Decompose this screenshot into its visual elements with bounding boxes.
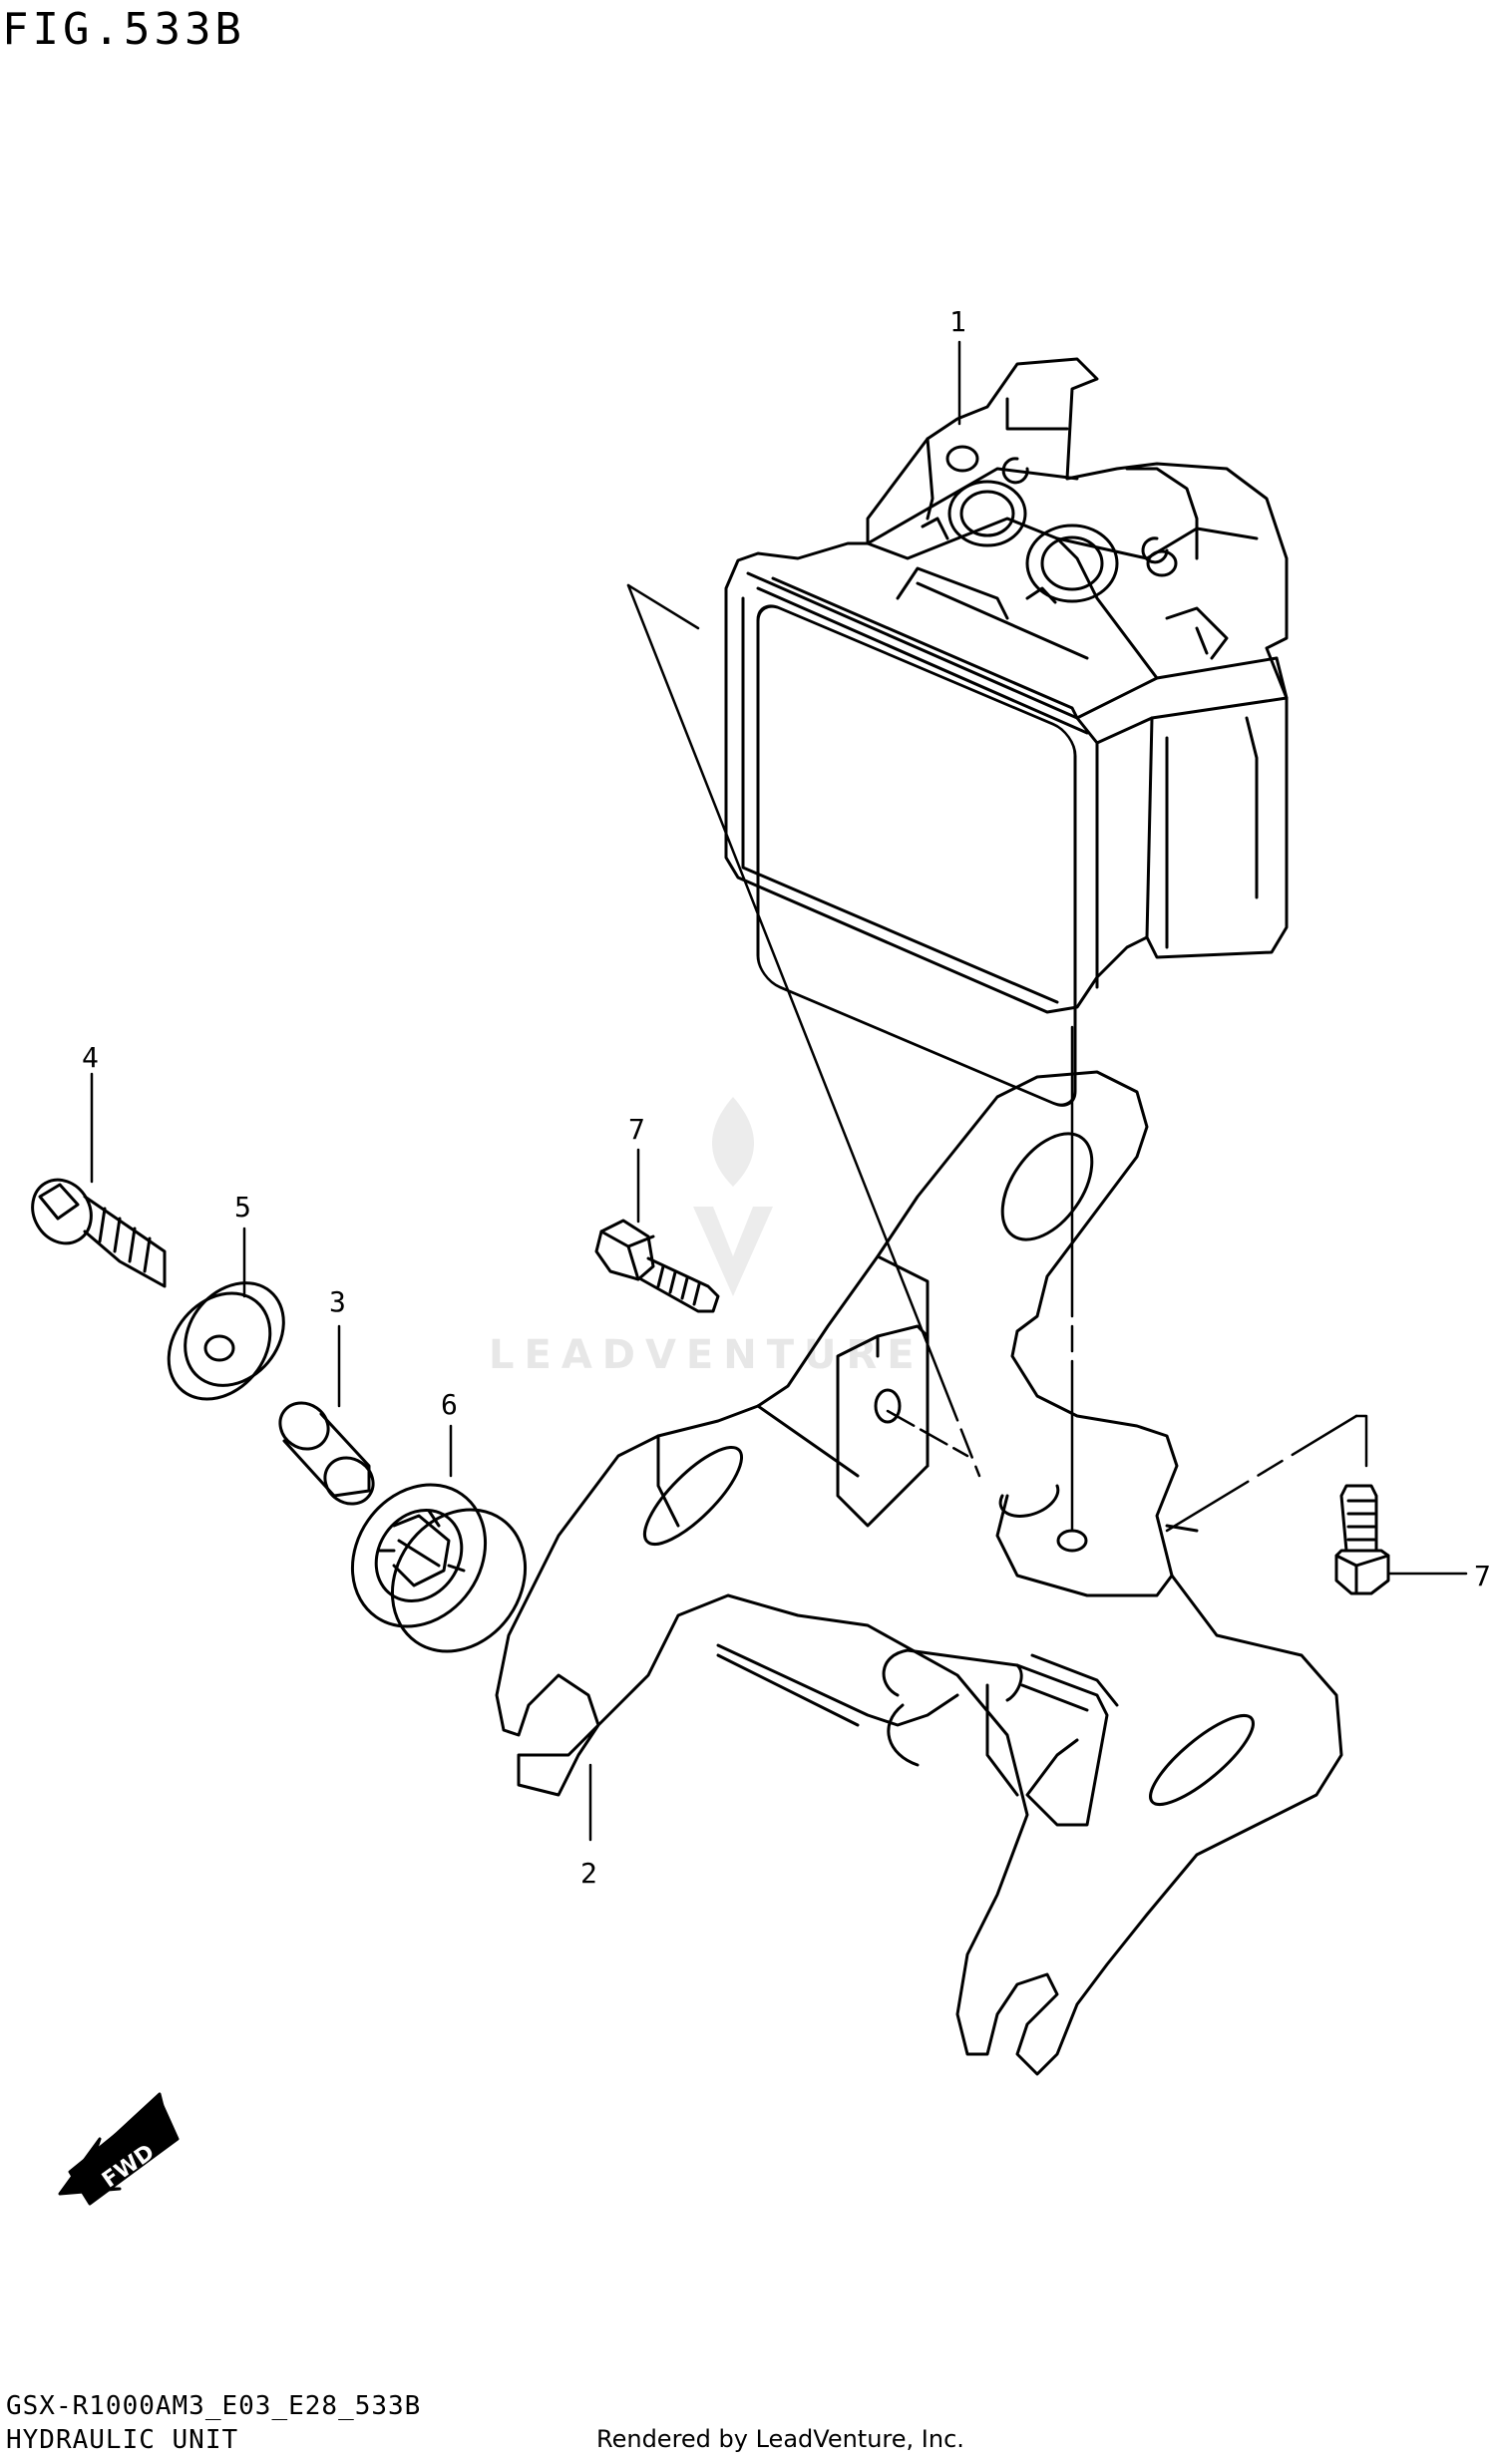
callout-7-right: 7 (1474, 1560, 1491, 1592)
washer-part-5 (167, 1281, 285, 1401)
callout-4: 4 (82, 1041, 99, 1074)
fwd-arrow-icon: FWD (58, 2092, 180, 2206)
leader-lines (626, 583, 1368, 1533)
watermark-v-icon (693, 1207, 773, 1296)
collar-part-3 (278, 1401, 375, 1506)
bracket-part-2 (495, 1070, 1343, 2076)
screw-part-4 (31, 1178, 167, 1288)
bolt-part-7-right (1334, 1484, 1390, 1595)
watermark-flame-icon (712, 1097, 754, 1187)
callout-6: 6 (441, 1388, 458, 1421)
rendered-by-credit: Rendered by LeadVenture, Inc. (596, 2425, 964, 2453)
figure-title: FIG.533B (2, 4, 245, 55)
callout-7-top: 7 (628, 1113, 645, 1146)
callout-3: 3 (329, 1285, 346, 1318)
leadventure-watermark: LEADVENTURE (489, 1097, 925, 1378)
watermark-text: LEADVENTURE (489, 1332, 925, 1378)
hydraulic-unit-part-1 (724, 357, 1289, 1107)
callout-leaders (90, 340, 1468, 1842)
callout-2: 2 (580, 1857, 597, 1890)
grommet-part-6 (350, 1483, 528, 1653)
model-code: GSX-R1000AM3_E03_E28_533B (6, 2391, 422, 2421)
bolt-part-7-top (594, 1219, 720, 1313)
callout-1: 1 (949, 305, 966, 338)
section-name: HYDRAULIC UNIT (6, 2425, 239, 2455)
callout-5: 5 (234, 1191, 251, 1224)
